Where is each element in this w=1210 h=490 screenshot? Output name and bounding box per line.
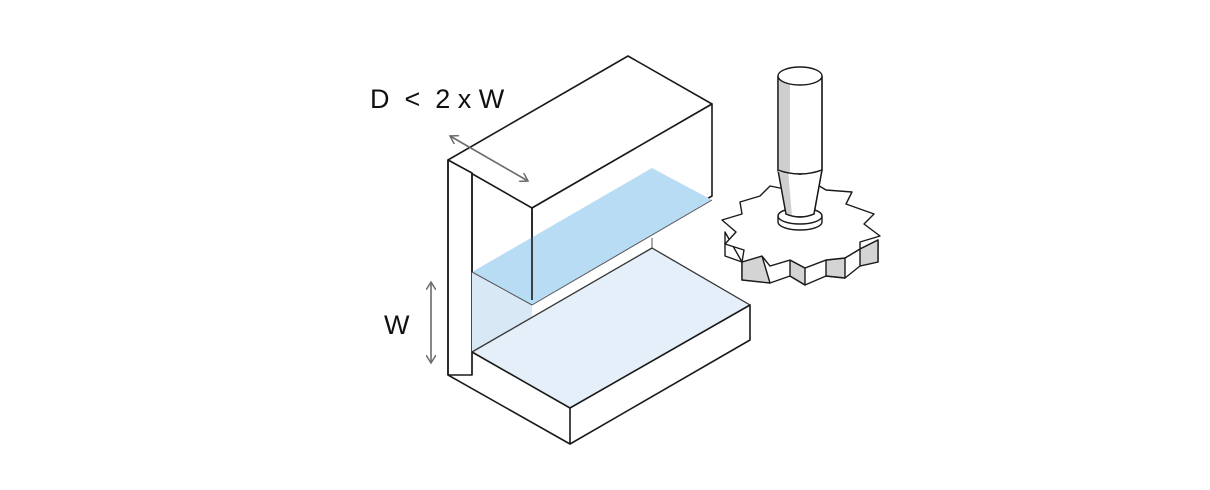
tool-shank-top	[777, 66, 823, 86]
back-column-face	[447, 159, 473, 376]
depth-rule-label: D < 2 x W	[370, 84, 505, 114]
depth-dimension-arrow	[450, 136, 528, 181]
t-slot-cutter-icon	[721, 66, 881, 286]
part-outlines	[447, 160, 751, 445]
undercut-region	[472, 168, 750, 408]
width-label: W	[384, 310, 410, 340]
undercut-floor	[472, 248, 750, 408]
